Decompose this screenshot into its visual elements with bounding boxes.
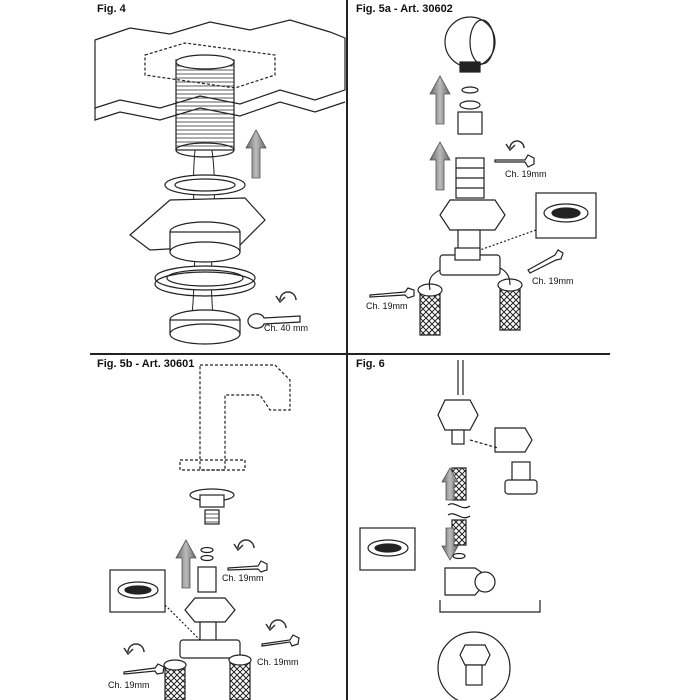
fig4-title: Fig. 4	[97, 3, 126, 15]
up-arrow-icon	[175, 539, 197, 589]
fig5b-title: Fig. 5b - Art. 30601	[97, 358, 195, 370]
up-arrow-icon	[441, 467, 459, 501]
rotate-arrow-icon	[123, 539, 287, 656]
fig5b-drawing	[109, 364, 291, 700]
fig5a-wrench-top-label: Ch. 19mm	[505, 169, 547, 179]
fig5a-title: Fig. 5a - Art. 30602	[356, 3, 453, 15]
fig5a-wrench-left-label: Ch. 19mm	[366, 301, 408, 311]
fig5b-wrench-right-label: Ch. 19mm	[257, 657, 299, 667]
fig4-wrench-label: Ch. 40 mm	[264, 323, 309, 333]
up-arrow-icon	[245, 129, 267, 179]
down-arrow-icon	[441, 527, 459, 561]
fig5b-wrench-left-label: Ch. 19mm	[108, 680, 150, 690]
rotate-arrow-icon	[275, 291, 297, 304]
up-arrow-icon	[429, 141, 451, 191]
fig5a-wrench-right-label: Ch. 19mm	[532, 276, 574, 286]
wrench-icon	[369, 154, 564, 299]
fig6-drawing	[359, 360, 541, 700]
rotate-arrow-icon	[505, 140, 525, 152]
fig5a-drawing	[417, 16, 597, 336]
wrench-icon	[247, 313, 301, 329]
horizontal-divider	[90, 353, 610, 355]
vertical-divider	[346, 0, 348, 700]
up-arrow-icon	[429, 75, 451, 125]
fig4-drawing	[94, 19, 346, 345]
fig6-title: Fig. 6	[356, 358, 385, 370]
wrench-icon	[123, 560, 300, 675]
fig5b-wrench-top-label: Ch. 19mm	[222, 573, 264, 583]
